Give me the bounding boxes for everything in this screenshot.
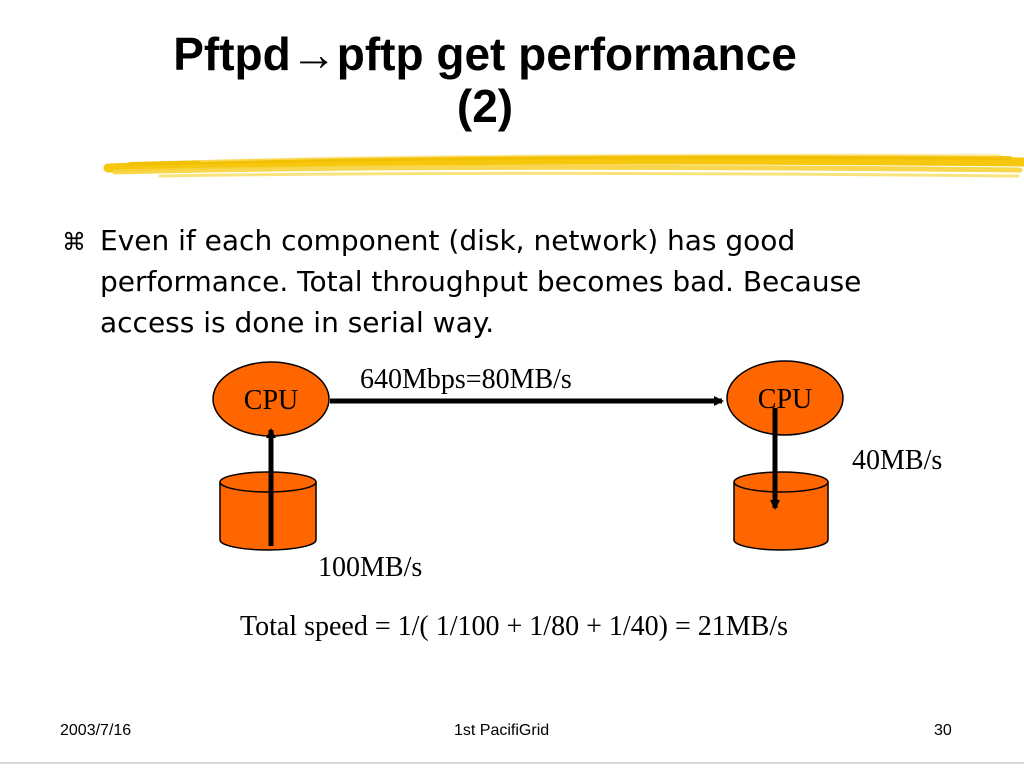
- title-brush-stroke: [103, 153, 1024, 178]
- footer-date: 2003/7/16: [60, 722, 132, 739]
- left-cpu-label: CPU: [244, 385, 298, 416]
- footer-page-number: 30: [934, 722, 952, 739]
- total-speed-formula: Total speed = 1/( 1/100 + 1/80 + 1/40) =…: [240, 611, 788, 642]
- slide-title: Pftpd→pftp get performance (2): [60, 28, 910, 132]
- left-disk-speed-label: 100MB/s: [318, 552, 422, 583]
- footer-event: 1st PacifiGrid: [454, 722, 550, 739]
- bullet-text: Even if each component (disk, network) h…: [100, 224, 862, 339]
- right-disk: [733, 471, 829, 551]
- left-cpu-node: CPU: [212, 361, 330, 437]
- network-speed-label: 640Mbps=80MB/s: [360, 364, 572, 395]
- right-cpu-node: CPU: [726, 360, 844, 436]
- slide-title-line-2: (2): [456, 80, 514, 132]
- footer-divider: [0, 762, 1024, 764]
- right-disk-speed-label: 40MB/s: [852, 445, 942, 476]
- right-cpu-label: CPU: [758, 384, 812, 415]
- z-bullet-icon: ⌘: [62, 228, 86, 256]
- left-disk: [219, 471, 317, 551]
- slide-title-line-1: Pftpd→pftp get performance: [173, 28, 797, 80]
